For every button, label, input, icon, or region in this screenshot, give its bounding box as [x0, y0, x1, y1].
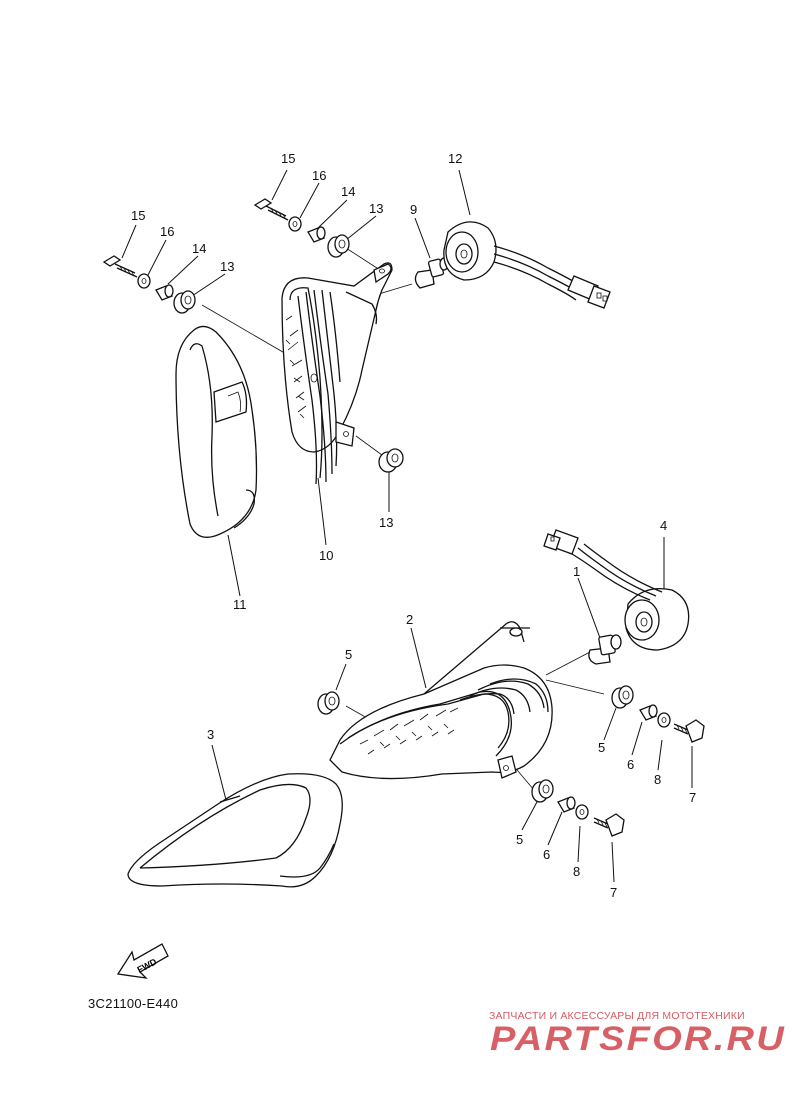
callout-5: 5	[598, 740, 605, 755]
flasher-housing-2	[329, 621, 553, 780]
fwd-arrow-icon: FWD	[116, 943, 169, 979]
callout-9: 9	[410, 202, 417, 217]
grommet-5-b	[611, 685, 634, 709]
bulb-1	[588, 634, 622, 665]
grommet-13-lower	[378, 448, 404, 473]
callout-5: 5	[345, 647, 352, 662]
callout-13: 13	[220, 259, 234, 274]
callout-16: 16	[312, 168, 326, 183]
callout-6: 6	[543, 847, 550, 862]
callout-2: 2	[406, 612, 413, 627]
bulb-9	[414, 257, 449, 289]
callout-16: 16	[160, 224, 174, 239]
callout-14: 14	[341, 184, 355, 199]
callout-7: 7	[610, 885, 617, 900]
bolt-7-b	[593, 813, 625, 837]
callout-3: 3	[207, 727, 214, 742]
callout-15: 15	[131, 208, 145, 223]
grommet-13-upper-a	[327, 234, 350, 258]
collar-14-upper-a	[307, 226, 326, 243]
lens-cover-11	[175, 325, 258, 538]
callout-10: 10	[319, 548, 333, 563]
callout-8: 8	[654, 772, 661, 787]
grommet-5-a	[317, 691, 340, 715]
callout-4: 4	[660, 518, 667, 533]
bolt-7-a	[673, 719, 705, 743]
callout-14: 14	[192, 241, 206, 256]
washer-16-upper-a	[288, 216, 302, 232]
collar-6-a	[639, 704, 658, 721]
callout-15: 15	[281, 151, 295, 166]
socket-harness-4	[543, 529, 690, 651]
callout-8: 8	[573, 864, 580, 879]
socket-harness-12	[443, 221, 611, 309]
collar-14-upper-b	[155, 284, 174, 301]
watermark-logo-text: PARTSFOR.RU	[490, 1020, 786, 1058]
callout-7: 7	[689, 790, 696, 805]
collar-6-b	[557, 796, 576, 813]
callout-13: 13	[369, 201, 383, 216]
callout-12: 12	[448, 151, 462, 166]
flasher-housing-10	[281, 262, 393, 485]
screw-15-upper-a	[253, 198, 289, 221]
diagram-code: 3C21100-E440	[88, 996, 179, 1011]
grommet-5-c	[531, 779, 554, 803]
washer-16-upper-b	[137, 273, 151, 289]
grommet-13-upper-b	[173, 290, 196, 314]
callout-11: 11	[233, 597, 247, 612]
callout-6: 6	[627, 757, 634, 772]
washer-8-b	[575, 804, 589, 820]
callout-13: 13	[379, 515, 393, 530]
callout-1: 1	[573, 564, 580, 579]
washer-8-a	[657, 712, 671, 728]
watermark-logo: PARTSFOR.RU	[490, 1020, 786, 1058]
callout-labels: 15 16 14 13 9 12 15 16 14 13 13 10 11 4 …	[131, 151, 696, 900]
screw-15-upper-b	[102, 255, 138, 278]
watermark-tagline: ЗАПЧАСТИ И АКСЕССУАРЫ ДЛЯ МОТОТЕХНИКИ	[489, 1010, 745, 1022]
lens-cover-3	[127, 773, 343, 888]
callout-5: 5	[516, 832, 523, 847]
